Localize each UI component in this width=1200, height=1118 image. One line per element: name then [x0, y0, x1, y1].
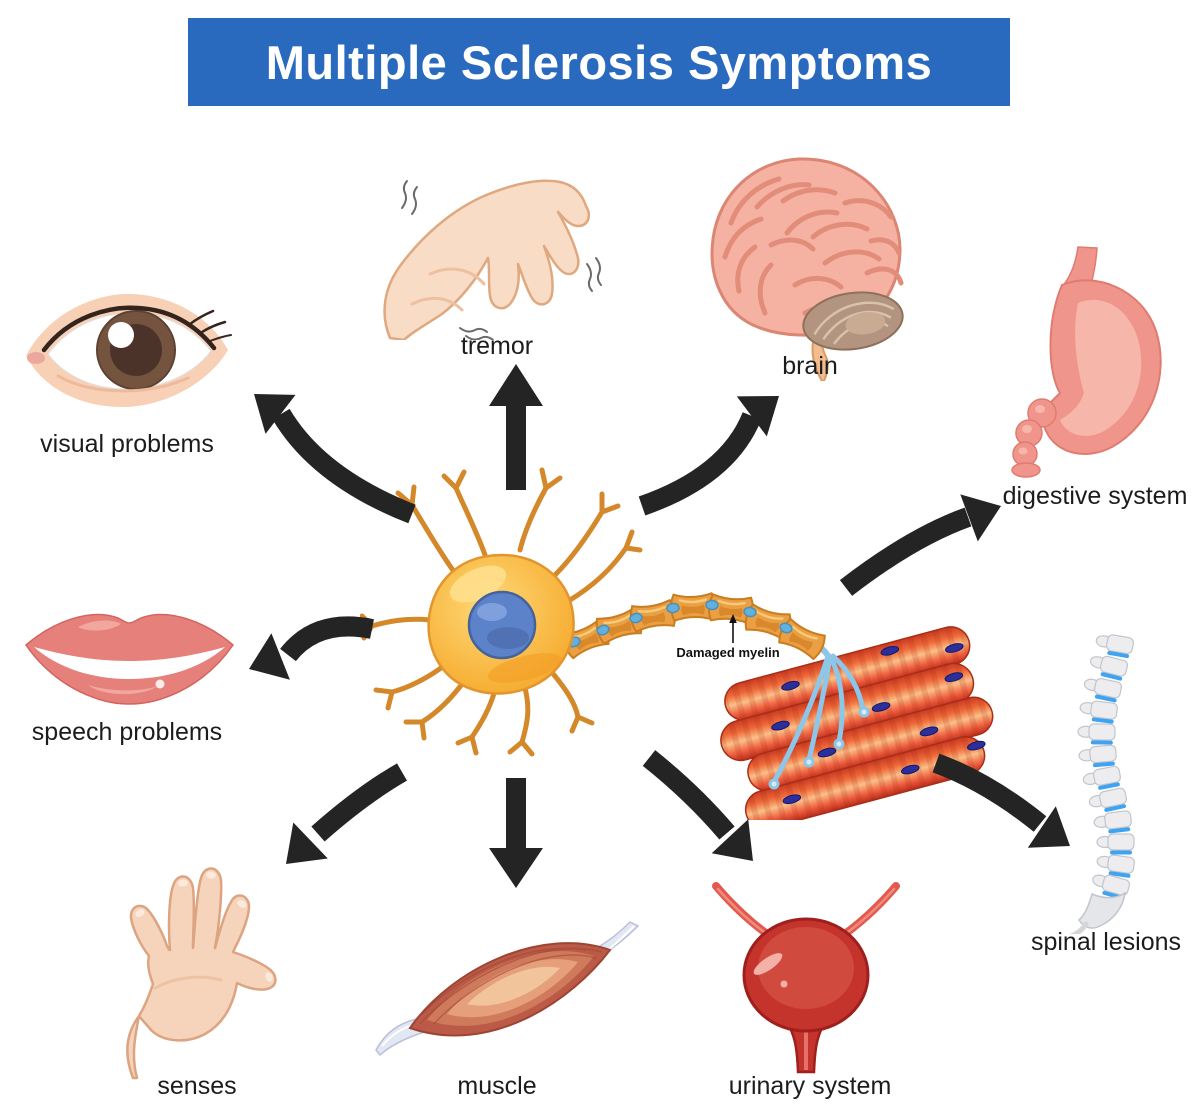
trembling-hand-icon [383, 179, 602, 340]
title-banner: Multiple Sclerosis Symptoms [188, 18, 1010, 106]
label-brain: brain [782, 352, 838, 380]
eye-icon [26, 293, 232, 408]
brain-icon [710, 157, 904, 381]
tremor-shake-lines [401, 180, 602, 340]
label-muscle: muscle [457, 1072, 537, 1100]
label-spinal-lesions: spinal lesions [1030, 928, 1182, 956]
stomach-icon [1011, 246, 1162, 478]
lips-icon [25, 613, 234, 705]
label-urinary-system: urinary system [728, 1072, 892, 1100]
spine-icon [1069, 631, 1136, 934]
neuron-cell-body [427, 553, 575, 695]
muscle-icon [375, 921, 640, 1057]
nodes-of-ranvier [567, 599, 793, 648]
open-hand-icon [126, 867, 277, 1080]
muscle-fiber-bundle [720, 626, 994, 820]
label-senses: senses [157, 1072, 237, 1100]
synaptic-knobs [768, 706, 870, 790]
bladder-icon [712, 882, 900, 1074]
label-visual-problems: visual problems [40, 430, 214, 458]
label-tremor: tremor [460, 332, 534, 360]
cerebellum [802, 291, 904, 351]
page-title: Multiple Sclerosis Symptoms [265, 35, 933, 89]
neuron-icon [360, 467, 994, 820]
axon-terminals [771, 653, 866, 785]
label-speech-problems: speech problems [31, 718, 223, 746]
label-digestive-system: digestive system [1002, 482, 1188, 510]
